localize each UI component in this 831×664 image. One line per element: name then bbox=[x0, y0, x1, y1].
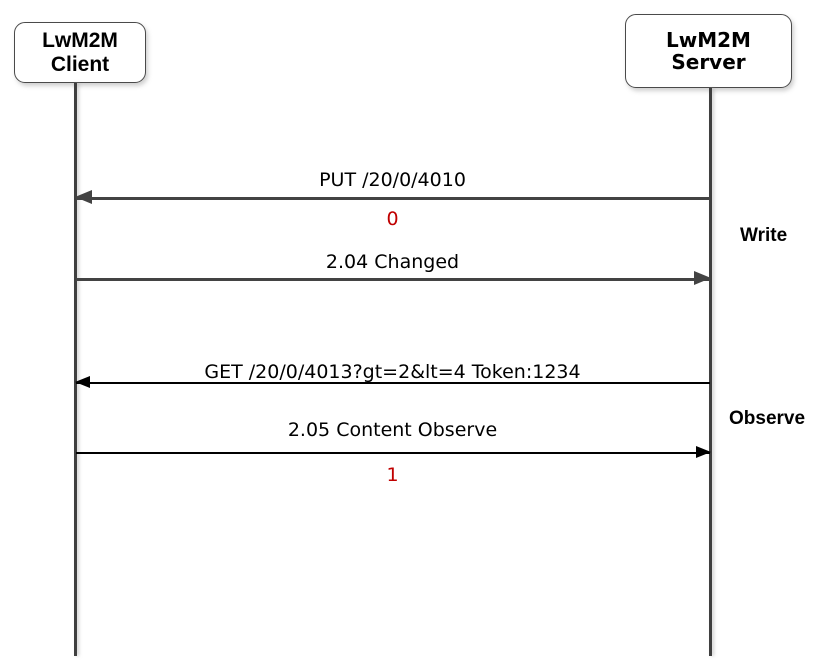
arrowhead-right-icon bbox=[696, 446, 711, 458]
arrowhead-left-icon bbox=[75, 190, 92, 204]
message-label-write-changed-response: 2.04 Changed bbox=[325, 251, 460, 273]
arrowhead-right-icon bbox=[694, 271, 711, 285]
lifeline-server bbox=[709, 88, 712, 656]
message-line bbox=[76, 197, 710, 200]
message-label-observe-content-response: 2.05 Content Observe bbox=[287, 419, 498, 441]
phase-label-write: Write bbox=[740, 225, 788, 246]
participant-server-line1: LwM2M bbox=[666, 27, 751, 52]
participant-server-line2: Server bbox=[671, 50, 746, 74]
message-line bbox=[76, 452, 710, 454]
message-label-put-write-request: PUT /20/0/4010 bbox=[319, 169, 466, 191]
message-line bbox=[76, 382, 710, 384]
participant-client-line1: LwM2M bbox=[42, 28, 118, 52]
message-label-get-observe-request: GET /20/0/4013?gt=2&lt=4 Token:1234 bbox=[204, 361, 581, 383]
participant-box-server[interactable]: LwM2M Server bbox=[625, 14, 792, 88]
annotation-observe-value: 1 bbox=[386, 464, 399, 486]
phase-label-observe: Observe bbox=[729, 408, 806, 429]
lifeline-client bbox=[74, 83, 77, 656]
annotation-write-value: 0 bbox=[386, 208, 399, 230]
message-line bbox=[76, 278, 710, 281]
participant-client-line2: Client bbox=[50, 52, 110, 76]
arrowhead-left-icon bbox=[75, 376, 90, 388]
participant-box-client[interactable]: LwM2M Client bbox=[14, 22, 146, 83]
